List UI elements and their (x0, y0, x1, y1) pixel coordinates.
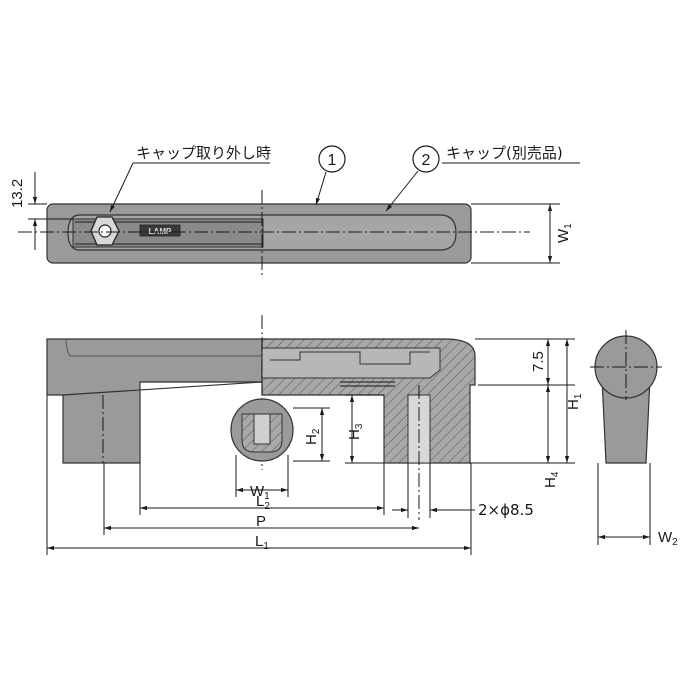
dim-h2: H2 (303, 428, 322, 445)
dim-holes: 2×ϕ8.5 (478, 501, 534, 519)
item-2-circle (412, 145, 440, 173)
dim-w1-top: W1 (555, 223, 574, 243)
dim-13-2: 13.2 (9, 179, 26, 208)
dim-h1: H1 (565, 393, 584, 410)
logo-badge (139, 224, 181, 237)
dim-p: P (256, 513, 266, 530)
item-1-circle (318, 145, 346, 173)
callout-cap-separate: キャップ(別売品) (446, 144, 563, 162)
side-view: W2 (590, 330, 678, 548)
nut-hole (98, 224, 112, 238)
dim-h3: H3 (346, 423, 365, 440)
dim-w1: W1 (250, 483, 270, 502)
front-view: H2 H3 7.5 H1 H4 W1 L2 (46, 315, 584, 555)
dim-l2: L2 (256, 493, 270, 512)
handle-front-left (46, 338, 263, 464)
dim-h4: H4 (542, 471, 561, 488)
item-1-number: 1 (328, 152, 337, 169)
item-2-number: 2 (422, 152, 431, 169)
callout-cap-removed: キャップ取り外し時 (136, 144, 271, 162)
top-view: LAMP 13.2 W1 キャップ取り外し時 1 2 キャップ(別売品) (9, 144, 580, 275)
dim-7-5: 7.5 (530, 351, 547, 372)
dim-w2: W2 (658, 529, 678, 548)
dim-l1: L1 (255, 533, 269, 552)
